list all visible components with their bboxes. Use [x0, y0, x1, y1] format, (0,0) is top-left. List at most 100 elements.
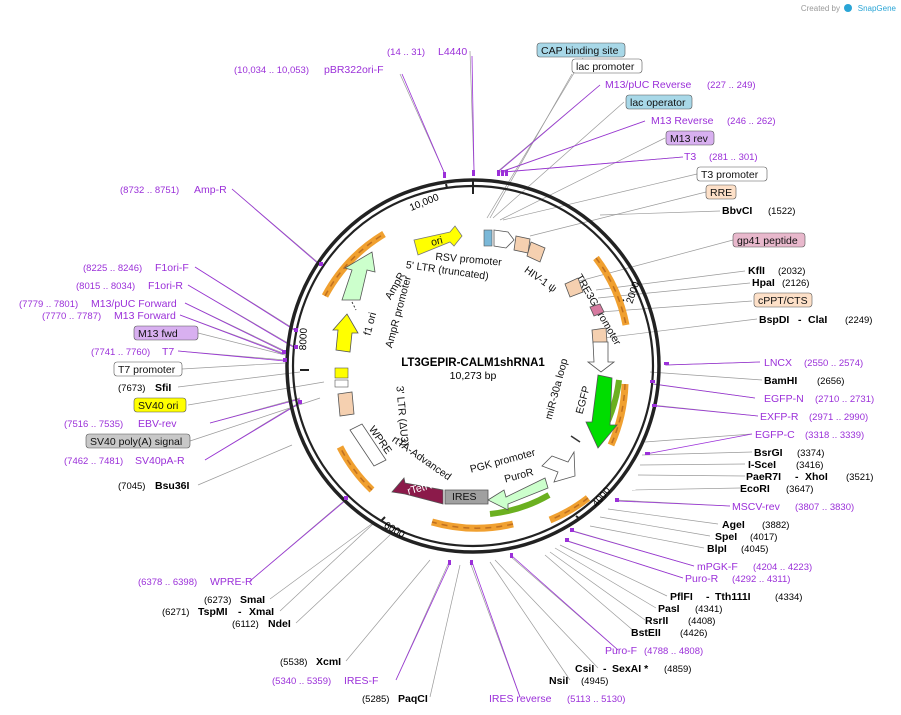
plasmid-length: 10,273 bp — [450, 370, 497, 382]
tth111i-label: Tth111I — [715, 591, 751, 603]
iresf-coord: (5340 .. 5359) — [272, 676, 331, 687]
iscei-coord: (3416) — [796, 460, 823, 471]
pflfi-coord: (4334) — [775, 592, 802, 603]
rsrii-coord: (4408) — [688, 616, 715, 627]
t3-coord: (281 .. 301) — [709, 152, 758, 163]
egfp-label: EGFP — [574, 385, 593, 416]
csii-coord: (4859) — [664, 664, 691, 675]
ndei-label: NdeI — [268, 618, 291, 630]
rtetr-feature — [391, 477, 444, 505]
sv40-polya-box — [85, 433, 191, 449]
purof-coord: (4788 .. 4808) — [644, 646, 703, 657]
ampr-primer-coord: (8732 .. 8751) — [120, 185, 179, 196]
t7-promoter-box — [113, 361, 183, 377]
exfpr-coord: (2971 .. 2990) — [809, 412, 868, 423]
bsu36i-label: Bsu36I — [155, 480, 190, 492]
rre-box — [564, 277, 584, 298]
bsteii-label: BstEII — [631, 627, 661, 639]
m13-fwd-label: M13 fwd — [138, 328, 178, 340]
cap-site-box — [483, 229, 493, 247]
snapgene-logo-icon — [844, 4, 852, 12]
t7-label: T7 — [162, 346, 174, 358]
lac-promoter-arrow — [493, 229, 515, 249]
ecori-coord: (3647) — [786, 484, 813, 495]
bspdi-coord: (2249) — [845, 315, 872, 326]
paer7i-coord: (3521) — [846, 472, 873, 483]
ebvrev-label: EBV-rev — [138, 418, 177, 430]
spei-label: SpeI — [715, 531, 737, 543]
plasmid-name: LT3GEPIR-CALM1shRNA1 — [401, 357, 545, 369]
sv40pa-label: SV40pA-R — [135, 455, 185, 467]
puror-primer-coord: (4292 .. 4311) — [732, 574, 790, 585]
egfpc-label: EGFP-C — [755, 429, 795, 441]
wprer-coord: (6378 .. 6398) — [138, 577, 197, 588]
pbr322-coord: (10,034 .. 10,053) — [234, 65, 309, 76]
m13-rev-label: M13 rev — [670, 133, 709, 145]
paqci-coord: (5285) — [362, 694, 389, 705]
lncx-label: LNCX — [764, 357, 792, 369]
mpgkf-label: mPGK-F — [697, 561, 738, 573]
blpi-label: BlpI — [707, 543, 727, 555]
puror-feature — [487, 477, 549, 511]
pflfi-label: PflFI — [670, 591, 693, 603]
tspmi-coord: (6271) — [162, 607, 189, 618]
msvc-coord: (3807 .. 3830) — [795, 502, 854, 513]
paqci-label: PaqCI — [398, 693, 428, 705]
clai-label: ClaI — [808, 314, 827, 326]
sv40-ori-label: SV40 ori — [138, 400, 178, 412]
ires-feature — [444, 489, 489, 505]
nsii-coord: (4945) — [581, 676, 608, 687]
lac-operator-label: lac operator — [630, 97, 686, 109]
f1-ori-feature — [332, 313, 359, 353]
xmai-label: XmaI — [249, 606, 274, 618]
ecori-label: EcoRI — [740, 483, 770, 495]
nsii-label: NsiI — [549, 675, 568, 687]
cppt-label-box — [753, 292, 813, 308]
t3-label: T3 — [684, 151, 696, 163]
f1-ori-label: f1 ori — [362, 311, 380, 337]
iresf-label: IRES-F — [344, 675, 378, 687]
ampr-feature — [341, 251, 376, 301]
lncx-coord: (2550 .. 2574) — [804, 358, 863, 369]
f1orir-coord: (8015 .. 8034) — [76, 281, 135, 292]
m13-rev-box — [665, 130, 715, 146]
bsrgi-coord: (3374) — [797, 448, 824, 459]
rre-label-box — [705, 184, 737, 200]
rsv-promoter-box — [513, 235, 531, 254]
rre-label: RRE — [710, 187, 732, 199]
msvc-label: MSCV-rev — [732, 501, 781, 513]
l4440-label: L4440 — [438, 46, 467, 58]
gp41-label: gp41 peptide — [737, 235, 798, 247]
credit-text: Created by — [801, 4, 840, 13]
rsrii-label: RsrII — [645, 615, 668, 627]
m13forward-coord: (7770 .. 7787) — [42, 311, 101, 322]
pasi-label: PasI — [658, 603, 680, 615]
mir30a-mark — [570, 435, 581, 443]
m13pucfwd-label: M13/pUC Forward — [91, 298, 177, 310]
wprer-label: WPRE-R — [210, 576, 253, 588]
exfpr-label: EXFP-R — [760, 411, 799, 423]
egfpn-coord: (2710 .. 2731) — [815, 394, 874, 405]
bsteii-coord: (4426) — [680, 628, 707, 639]
sv40-ori-label-box — [133, 397, 187, 413]
egfp-feature — [585, 374, 618, 449]
paer7i-label: PaeR7I — [746, 471, 781, 483]
pbr322-label: pBR322ori-F — [324, 64, 384, 76]
csii-sep: - — [603, 663, 607, 675]
f1orif-coord: (8225 .. 8246) — [83, 263, 142, 274]
paer7i-sep: - — [795, 471, 799, 483]
egfpn-label: EGFP-N — [764, 393, 804, 405]
tspmi-sep: - — [238, 606, 242, 618]
egfpc-coord: (3318 .. 3339) — [805, 430, 864, 441]
xhoi-label: XhoI — [805, 471, 828, 483]
bbvci-label: BbvCI — [722, 205, 752, 217]
cppt-box — [591, 327, 608, 344]
l4440-coord: (14 .. 31) — [387, 47, 425, 58]
ampr-primer-label: Amp-R — [194, 184, 227, 196]
bspdi-label: BspDI — [759, 314, 789, 326]
t7-promoter-label: T7 promoter — [118, 364, 176, 376]
iresrev-coord: (5113 .. 5130) — [567, 694, 625, 705]
mpgkf-coord: (4204 .. 4223) — [753, 562, 812, 573]
f1orif-label: F1ori-F — [155, 262, 189, 274]
